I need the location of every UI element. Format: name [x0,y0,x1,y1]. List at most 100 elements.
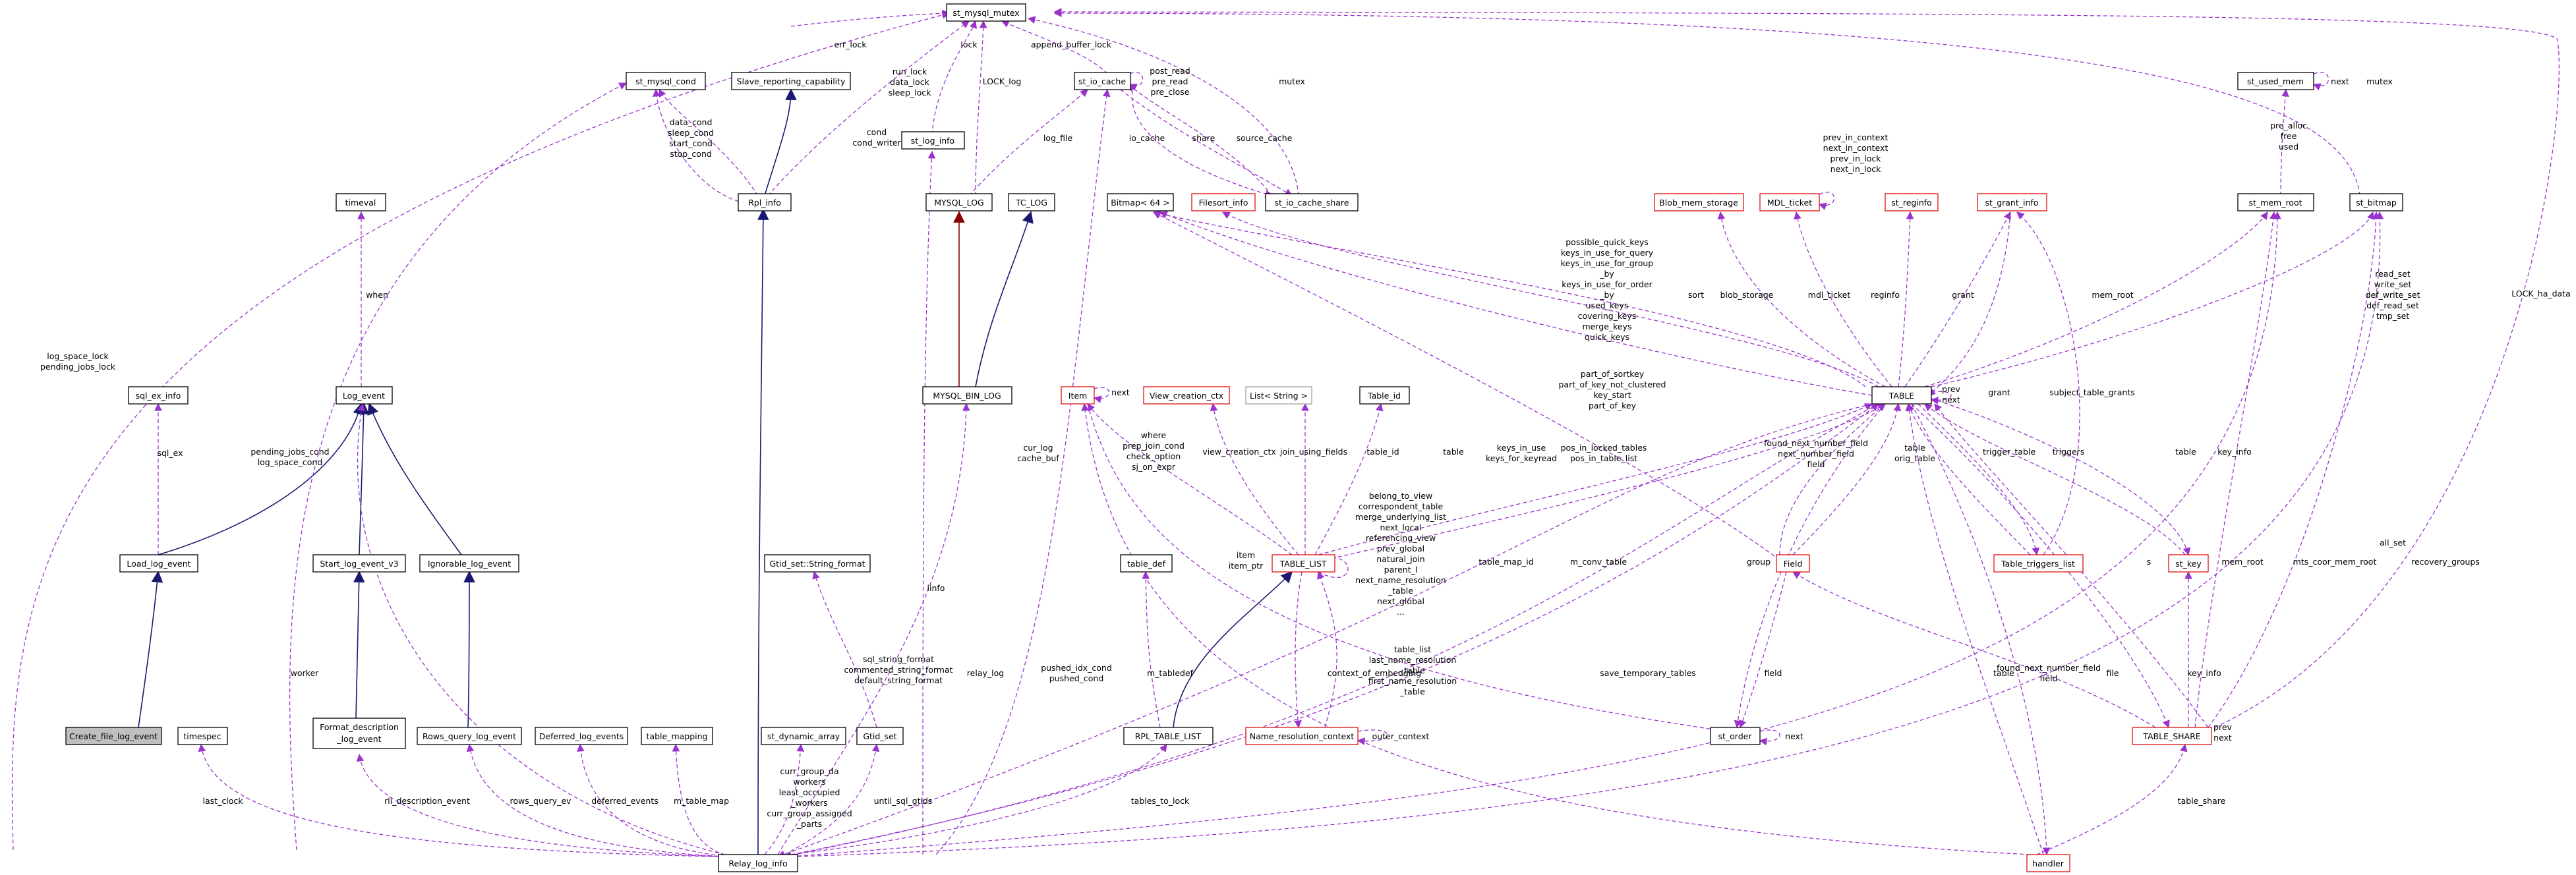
node-timeval[interactable]: timeval [336,193,386,212]
node-load-log-event[interactable]: Load_log_event [119,554,198,573]
edge-linfo [922,150,936,855]
label-belong-to-view-5: prev_global [1377,544,1424,553]
node-table-list[interactable]: TABLE_LIST [1272,554,1335,573]
edge-label: m_conv_table [1570,557,1627,567]
edge-table-list-names [1317,571,1337,728]
node-handler[interactable]: handler [2026,854,2070,872]
edge-used-mem-self [2312,72,2329,91]
edge-label: mem_root [2221,557,2263,567]
node-gtid-set[interactable]: Gtid_set [856,727,904,745]
node-bitmap-64[interactable]: Bitmap< 64 > [1107,193,1174,212]
node-st-mysql-cond[interactable]: st_mysql_cond [626,72,706,90]
edge-label: relay_log [967,668,1004,678]
edge-belong-to-view [1317,554,1349,579]
node-rpl-table-list[interactable]: RPL_TABLE_LIST [1123,727,1214,745]
node-label: timespec [183,731,221,741]
node-st-order[interactable]: st_order [1710,727,1761,745]
node-sql-ex-info[interactable]: sql_ex_info [128,386,189,405]
node-relay-log-info[interactable]: Relay_log_info [718,854,798,872]
node-mdl-ticket[interactable]: MDL_ticket [1759,193,1820,212]
node-slave-reporting-capability[interactable]: Slave_reporting_capability [731,72,851,90]
label-data-cond-0: data_cond [670,117,713,127]
node-st-io-cache-share[interactable]: st_io_cache_share [1265,193,1359,212]
label-cond-1: cond_writer [852,138,901,148]
node-table-triggers-list[interactable]: Table_triggers_list [1993,554,2084,573]
edge-pending-jobs-cond [289,82,628,851]
node-table-def[interactable]: table_def [1120,554,1173,573]
node-st-mem-root[interactable]: st_mem_root [2237,193,2314,212]
node-st-used-mem[interactable]: st_used_mem [2237,72,2314,90]
node-label: st_log_info [911,136,954,146]
node-st-grant-info[interactable]: st_grant_info [1977,193,2047,212]
node-label: Rows_query_log_event [423,731,516,741]
node-deferred-log-events[interactable]: Deferred_log_events [535,727,628,745]
node-field[interactable]: Field [1776,554,1810,573]
edge-order-next [1759,729,1780,746]
node-view-creation-ctx[interactable]: View_creation_ctx [1143,386,1230,405]
label-io-cache-ptrs-0: post_read [1150,66,1190,76]
node-ignorable-log-event[interactable]: Ignorable_log_event [419,554,519,573]
edge-label: sql_ex [157,448,183,458]
node-item[interactable]: Item [1061,386,1095,405]
node-st-dynamic-array[interactable]: st_dynamic_array [761,727,846,745]
label-pushed-idx-cond-0: pushed_idx_cond [1041,663,1112,673]
node-label: st_io_cache [1078,76,1126,86]
label-curr-group-0: curr_group_da [780,766,838,776]
label-where-1: prep_join_cond [1123,441,1185,451]
edge-pushed-idx-cond [1081,403,2031,855]
label-run-lock-0: run_lock [893,67,927,76]
edge-lock-ha-data [1053,8,2560,728]
node-st-log-info[interactable]: st_log_info [901,131,965,150]
edge-binlog-to-tc-log [975,211,1034,387]
label-table-list-names-2: _table [1399,665,1425,675]
node-list-string[interactable]: List< String > [1245,386,1312,405]
node-table-share[interactable]: TABLE_SHARE [2132,727,2212,745]
node-tc-log[interactable]: TC_LOG [1008,193,1055,212]
node-mysql-bin-log[interactable]: MYSQL_BIN_LOG [922,386,1012,405]
edge-label: key_info [2187,668,2221,678]
node-rpl-info[interactable]: Rpl_info [738,193,792,212]
node-st-io-cache[interactable]: st_io_cache [1074,72,1131,90]
node-st-bitmap[interactable]: st_bitmap [2349,193,2403,212]
label-table-list-names-0: table_list [1394,644,1431,654]
edge-table-map-id [776,403,1873,858]
node-log-event[interactable]: Log_event [336,386,393,405]
node-blob-mem-storage[interactable]: Blob_mem_storage [1654,193,1744,212]
edge-mutex-top [1027,16,1299,196]
node-rows-query-log-event[interactable]: Rows_query_log_event [417,727,522,745]
node-timespec[interactable]: timespec [177,727,228,745]
edge-cond [659,88,759,196]
label-part-of-sortkey-0: part_of_sortkey [1581,369,1645,379]
edge-s [1911,403,2170,729]
node-label: MYSQL_LOG [934,198,983,208]
edge-label: file [2106,668,2119,678]
label-possible-keys-9: quick_keys [1585,332,1629,342]
node-label: st_key [2175,559,2202,569]
node-label: Table_triggers_list [2001,559,2075,569]
edge-subject-table-grants [2016,212,2080,555]
node-gtid-set-string-format[interactable]: Gtid_set::String_format [764,554,871,573]
label-bitmap-sets-3: def_read_set [2366,300,2419,310]
node-format-description-log-event[interactable]: Format_description_log_event [312,718,406,749]
edge-found-next [1779,403,1886,555]
edge-label: err_lock [834,40,867,49]
node-st-mysql-mutex[interactable]: st_mysql_mutex [946,3,1026,22]
node-create-file-log-event[interactable]: Create_file_log_event [65,727,162,745]
node-start-log-event-v3[interactable]: Start_log_event_v3 [312,554,406,573]
node-st-key[interactable]: st_key [2168,554,2209,573]
label-possible-keys-0: possible_quick_keys [1566,237,1649,247]
edge-append-buffer-lock [1001,20,1108,74]
edge-tables-to-lock [790,744,1167,855]
label-io-cache-ptrs-1: pre_read [1152,76,1188,86]
node-filesort-info[interactable]: Filesort_info [1191,193,1256,212]
node-label: st_order [1718,731,1753,741]
node-table-mapping[interactable]: table_mapping [641,727,713,745]
node-mysql-log[interactable]: MYSQL_LOG [925,193,993,212]
node-label: handler [2032,859,2064,868]
node-table[interactable]: TABLE [1871,386,1932,405]
node-st-reginfo[interactable]: st_reginfo [1885,193,1939,212]
label-pending-jobs-cond-1: log_space_cond [258,457,323,467]
node-table-id[interactable]: Table_id [1359,386,1410,405]
node-name-resolution-context[interactable]: Name_resolution_context [1245,727,1359,745]
label-possible-keys-2: keys_in_use_for_group [1561,258,1653,268]
